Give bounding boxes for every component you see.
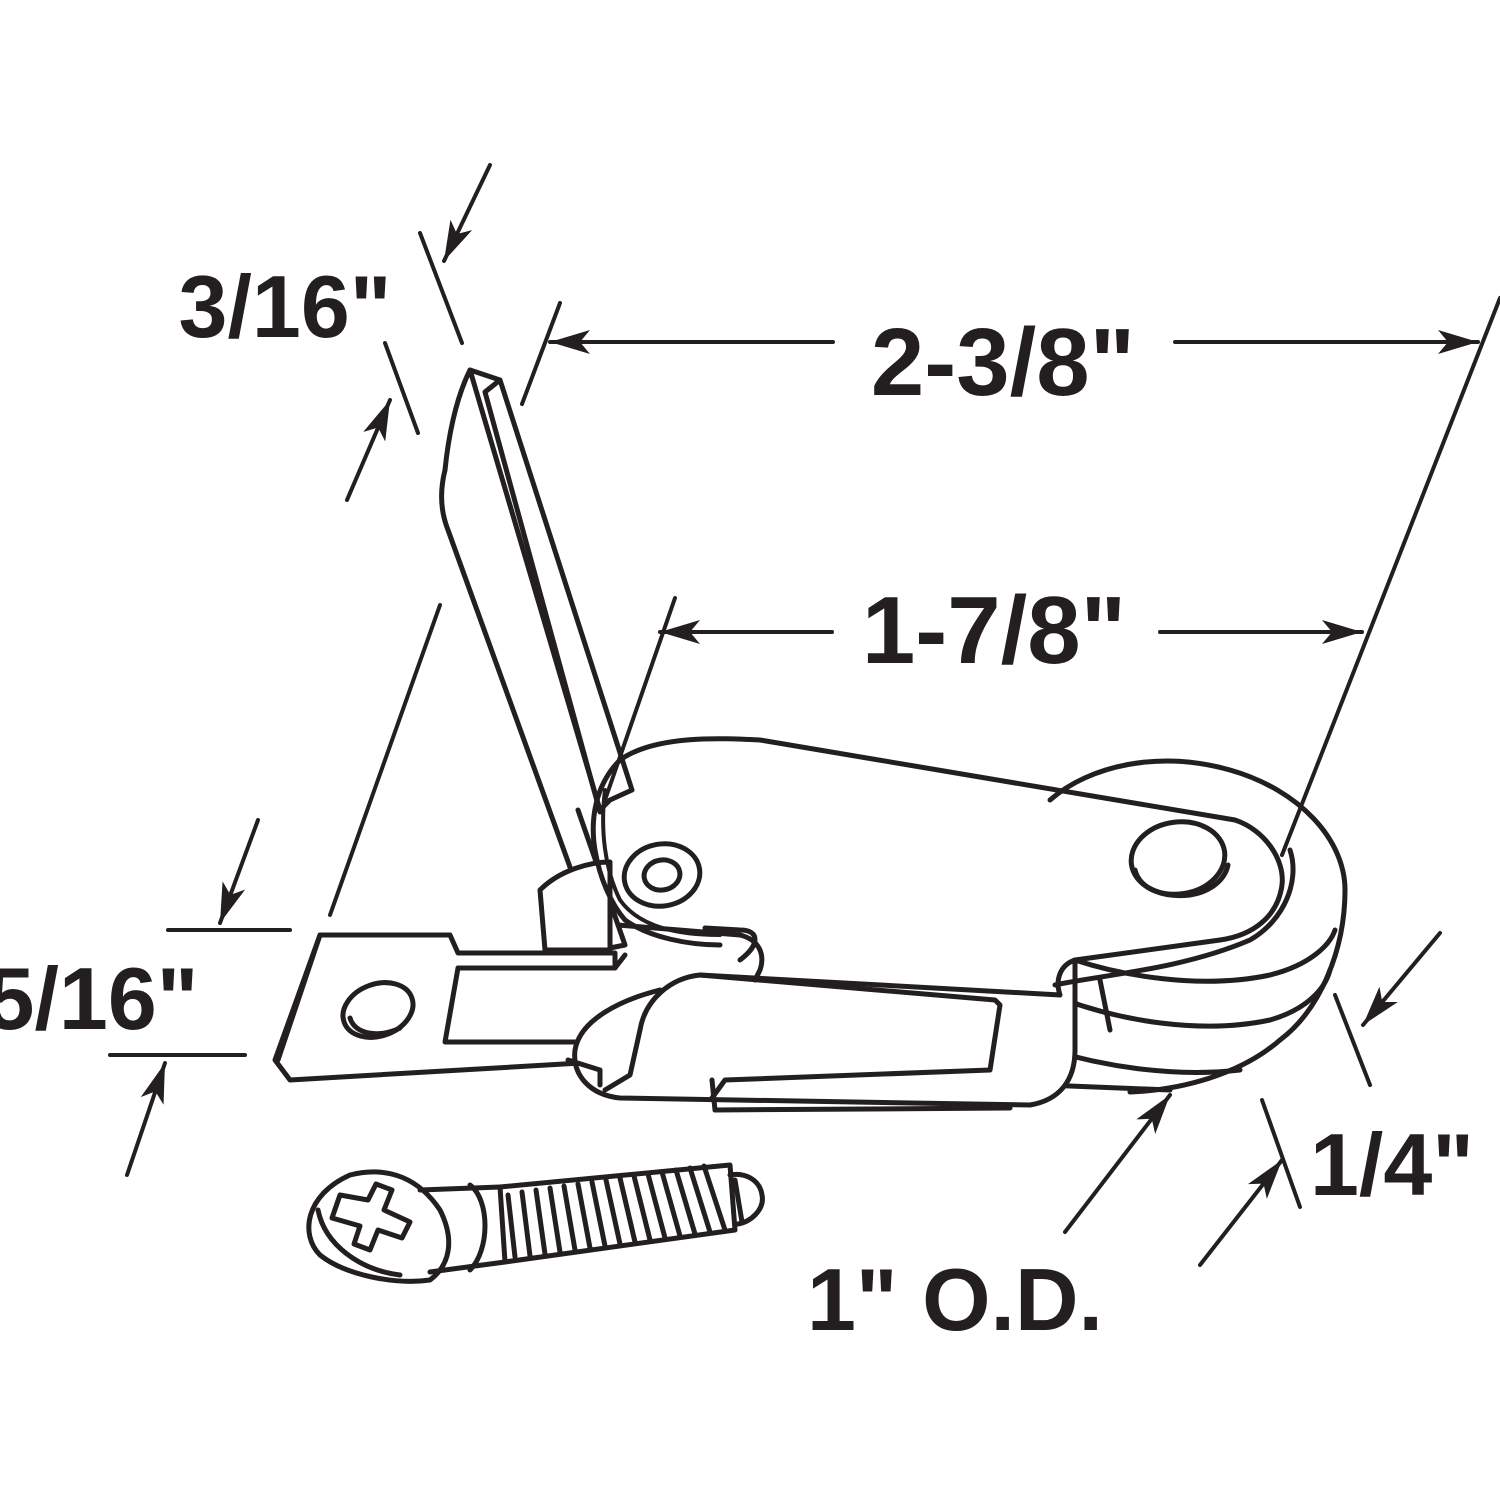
axle-rivet <box>1128 819 1231 899</box>
wheel-width-label: 1/4" <box>1310 1115 1474 1214</box>
axle-to-tab-length-label: 1-7/8" <box>862 577 1126 684</box>
dimension-labels: 2-3/8" 1-7/8" 3/16" 5/16" 1/4" 1" O.D. <box>0 257 1474 1349</box>
wheel-diameter-label: 1" O.D. <box>807 1250 1103 1349</box>
roller-housing <box>565 736 1296 1113</box>
pivot-rivet <box>621 841 703 909</box>
mounting-screw <box>306 1162 765 1284</box>
dimension-lines <box>108 163 1500 1267</box>
blade-width-label: 3/16" <box>179 257 392 356</box>
mounting-tab <box>272 859 628 1083</box>
tab-width-label: 5/16" <box>0 949 199 1048</box>
overall-length-label: 2-3/8" <box>871 309 1135 416</box>
